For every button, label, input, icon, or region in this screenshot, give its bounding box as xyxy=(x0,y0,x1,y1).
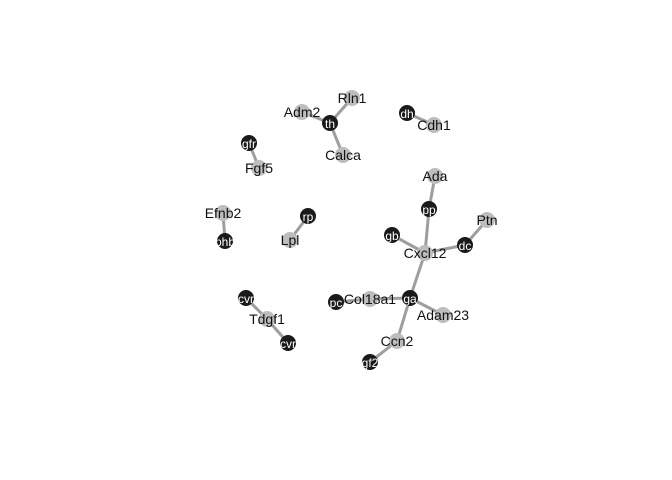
node-label: Lpl xyxy=(281,232,300,248)
ligand-node-circle xyxy=(215,205,231,221)
node-label: Ccn2 xyxy=(381,333,414,349)
ligand-node-circle xyxy=(259,311,275,327)
node-label: pc xyxy=(330,296,343,310)
ligand-node-circle xyxy=(435,307,451,323)
node-label: gfr xyxy=(242,137,256,151)
node-label: Adm2 xyxy=(284,104,321,120)
receptor-node-circle xyxy=(362,354,378,370)
node-col18a1: Col18a1 xyxy=(344,291,396,307)
node-label: Cxcl12 xyxy=(404,245,447,261)
node-label: gb xyxy=(385,229,399,243)
node-label: cvr xyxy=(280,337,296,351)
node-label: Adam23 xyxy=(417,307,469,323)
node-calca: Calca xyxy=(325,147,361,163)
receptor-node-circle xyxy=(322,115,338,131)
ligand-node-circle xyxy=(282,232,298,248)
node-adam23: Adam23 xyxy=(417,307,469,323)
node-label: gf2 xyxy=(362,356,379,370)
node-itga: ga xyxy=(402,290,418,306)
node-label: dh xyxy=(400,107,413,121)
node-adm2: Adm2 xyxy=(284,104,321,120)
node-lpl: Lpl xyxy=(281,232,300,248)
node-fgf5: Fgf5 xyxy=(245,160,273,176)
receptor-node-circle xyxy=(217,233,233,249)
ligand-node-circle xyxy=(335,147,351,163)
node-ada: Ada xyxy=(423,168,448,184)
node-label: rp xyxy=(303,210,314,224)
node-cxcl12: Cxcl12 xyxy=(404,245,447,261)
node-fgfr: gfr xyxy=(241,135,257,151)
node-acvr_bottom: cvr xyxy=(280,335,296,351)
node-label: Efnb2 xyxy=(205,205,242,221)
ligand-node-circle xyxy=(251,160,267,176)
ligand-node-circle xyxy=(344,90,360,106)
node-ephb: phb xyxy=(215,233,235,249)
node-label: Col18a1 xyxy=(344,291,396,307)
ligand-node-circle xyxy=(362,291,378,307)
node-itgb: gb xyxy=(384,227,400,243)
receptor-node-circle xyxy=(238,290,254,306)
receptor-node-circle xyxy=(421,201,437,217)
node-cdh: dh xyxy=(399,105,415,121)
node-cth: th xyxy=(322,115,338,131)
node-label: Cdh1 xyxy=(417,117,451,133)
ligand-node-circle xyxy=(389,333,405,349)
node-label: cvr xyxy=(238,292,254,306)
receptor-node-circle xyxy=(384,227,400,243)
ligand-node-circle xyxy=(479,212,495,228)
ligand-node-circle xyxy=(417,245,433,261)
node-label: Rln1 xyxy=(338,90,367,106)
node-dpp: pp xyxy=(421,201,437,217)
receptor-node-circle xyxy=(241,135,257,151)
node-ptn: Ptn xyxy=(476,212,498,228)
node-acvr_top: cvr xyxy=(238,290,254,306)
node-rln1: Rln1 xyxy=(338,90,367,106)
receptor-node-circle xyxy=(457,237,473,253)
node-label: dc xyxy=(459,239,472,253)
node-efnb2: Efnb2 xyxy=(205,205,242,221)
ligand-node-circle xyxy=(426,117,442,133)
node-label: Fgf5 xyxy=(245,160,273,176)
ligand-node-circle xyxy=(294,104,310,120)
ligand-node-circle xyxy=(427,168,443,184)
receptor-node-circle xyxy=(399,105,415,121)
node-label: Ptn xyxy=(476,212,497,228)
receptor-node-circle xyxy=(280,335,296,351)
receptor-node-circle xyxy=(300,208,316,224)
node-ccn2: Ccn2 xyxy=(381,333,414,349)
node-label: Calca xyxy=(325,147,361,163)
node-gpc: pc xyxy=(328,294,344,310)
node-lrp: rp xyxy=(300,208,316,224)
node-label: phb xyxy=(215,235,235,249)
node-cdh1: Cdh1 xyxy=(417,117,451,133)
node-label: Ada xyxy=(423,168,448,184)
node-label: Tdgf1 xyxy=(249,311,285,327)
receptor-node-circle xyxy=(402,290,418,306)
node-label: pp xyxy=(422,203,436,217)
receptor-node-circle xyxy=(328,294,344,310)
node-label: th xyxy=(325,117,335,131)
node-label: ga xyxy=(403,292,417,306)
node-igf2: gf2 xyxy=(362,354,379,370)
node-tdgf1: Tdgf1 xyxy=(249,311,285,327)
node-sdc: dc xyxy=(457,237,473,253)
